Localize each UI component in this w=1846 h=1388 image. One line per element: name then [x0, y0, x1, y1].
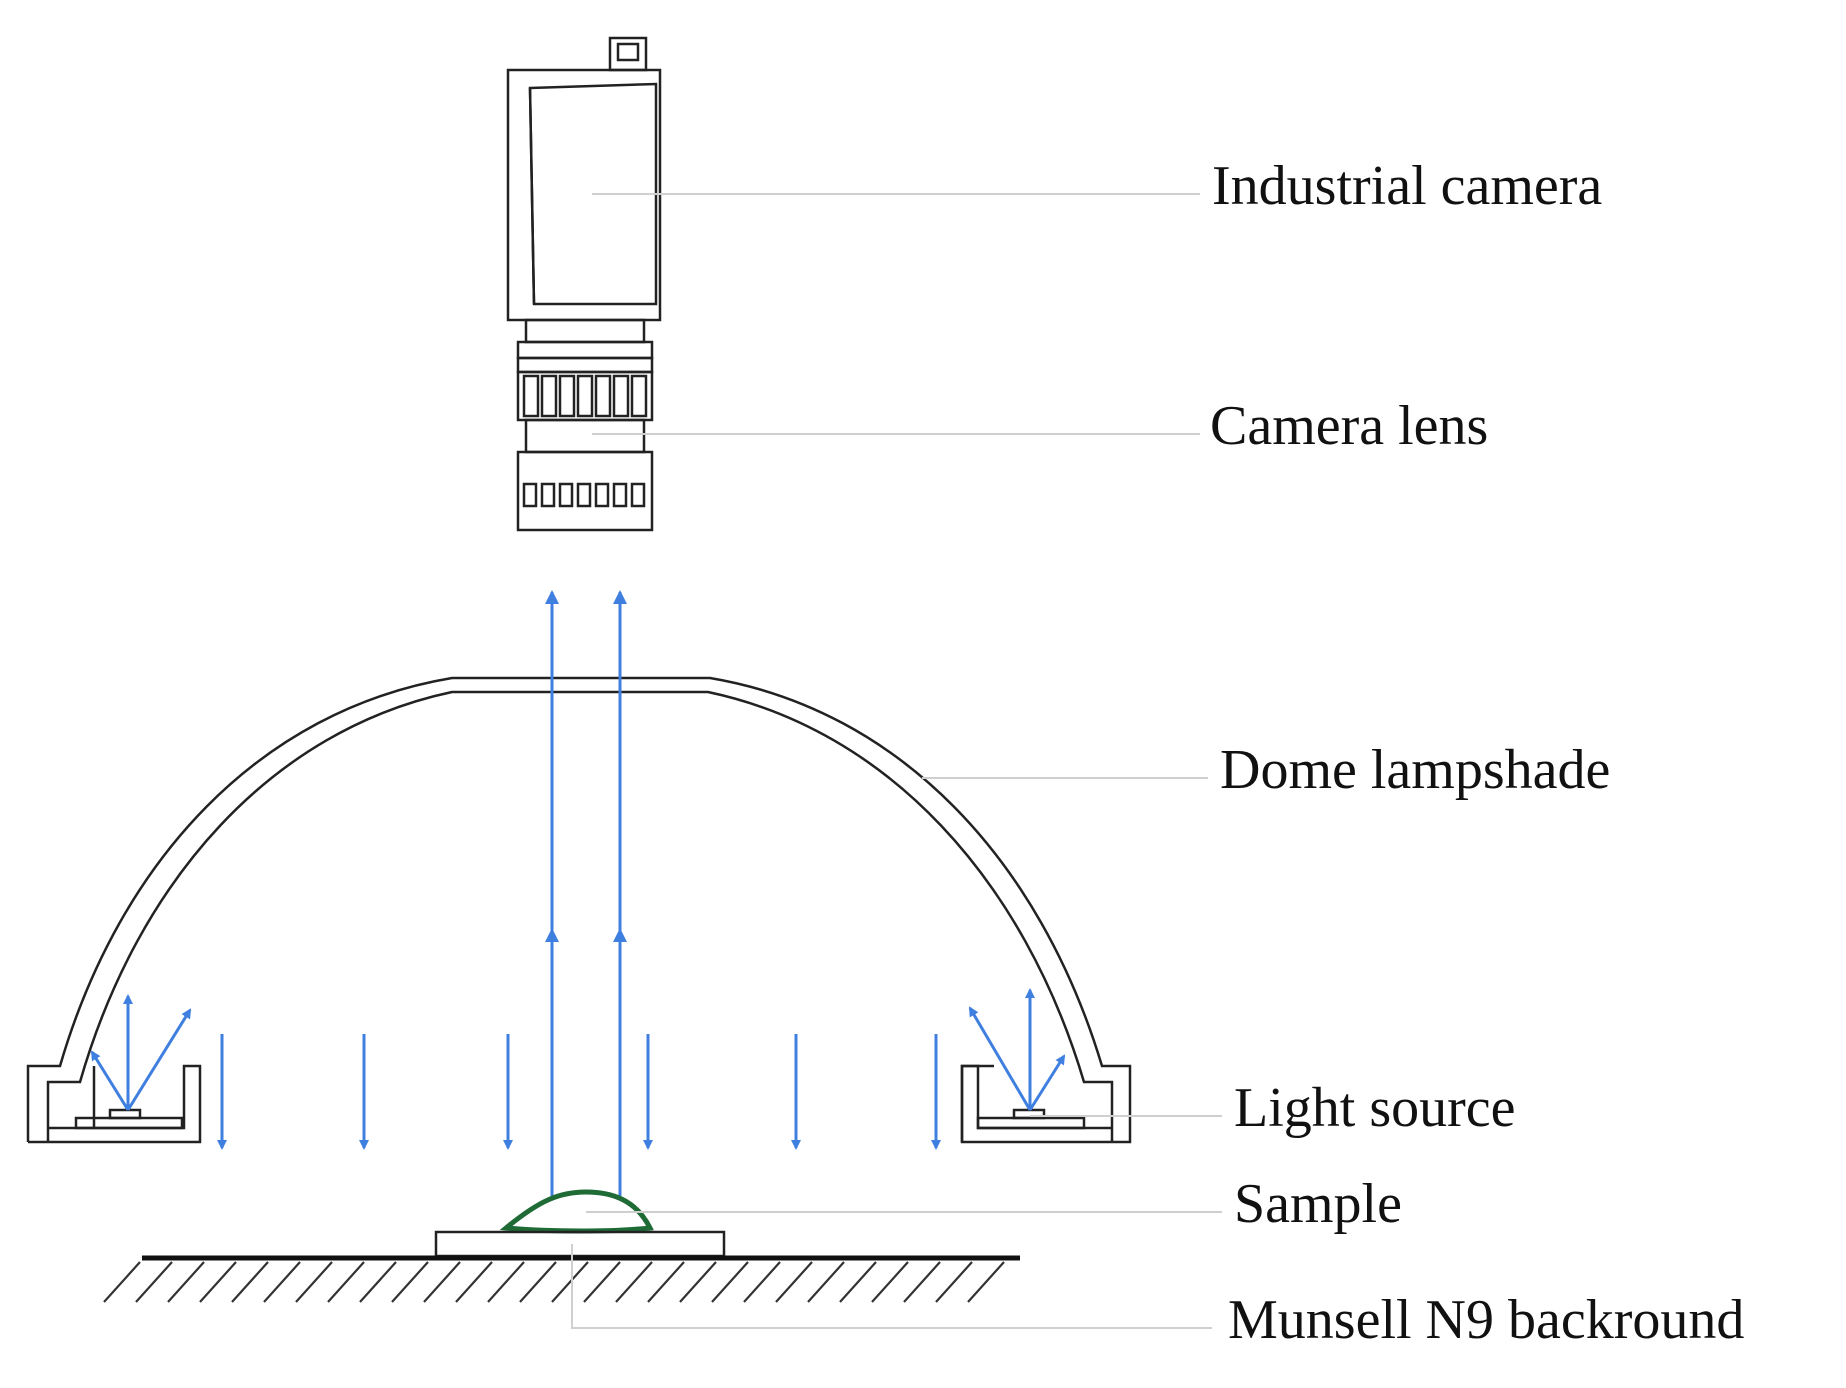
- leader-background: [571, 1244, 1212, 1329]
- munsell-background: [434, 1230, 726, 1258]
- label-dome-lampshade: Dome lampshade: [1220, 739, 1611, 801]
- label-light-source: Light source: [1234, 1077, 1516, 1139]
- rays-left-source: [90, 994, 192, 1111]
- upward-rays: [545, 590, 627, 1196]
- light-source-right: [976, 1108, 1086, 1130]
- lens-ridges-upper: [522, 374, 648, 418]
- lens-ridges-lower: [522, 482, 646, 508]
- downward-rays: [217, 1034, 941, 1150]
- dome-lampshade: [26, 676, 1132, 1144]
- label-sample: Sample: [1234, 1173, 1402, 1235]
- label-camera-lens: Camera lens: [1210, 395, 1489, 457]
- label-industrial-camera: Industrial camera: [1212, 155, 1603, 217]
- leader-lines: [571, 193, 1222, 1329]
- ground-hatching: [103, 1255, 1020, 1303]
- rays-right-source: [968, 988, 1066, 1111]
- light-source-left: [74, 1108, 184, 1130]
- label-munsell-background: Munsell N9 backround: [1228, 1289, 1745, 1351]
- industrial-camera: [506, 36, 662, 322]
- camera-lens: [516, 318, 654, 532]
